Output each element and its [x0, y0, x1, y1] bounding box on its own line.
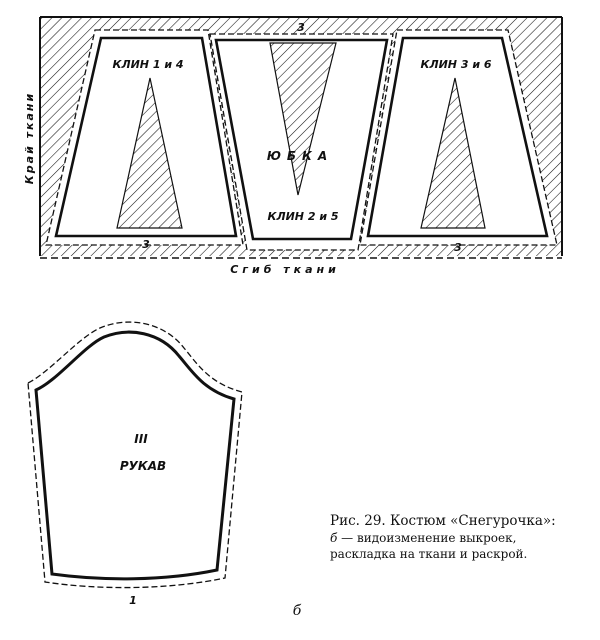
- caption-line-1: Рис. 29. Костюм «Снегурочка»:: [330, 513, 556, 529]
- skirt-label: ЮБКА: [267, 149, 333, 163]
- gore-right-label: КЛИН 3 и 6: [420, 58, 491, 71]
- fold-label: Сгиб ткани: [230, 263, 340, 276]
- caption-letter: б: [330, 531, 338, 545]
- sleeve-pattern: III РУКАВ 1: [27, 321, 243, 607]
- sleeve-number: III: [134, 432, 148, 446]
- gore-right: [359, 29, 558, 246]
- sub-figure-letter: б: [293, 603, 302, 619]
- sleeve-label: РУКАВ: [120, 459, 166, 473]
- sleeve-pattern-outline: [34, 330, 236, 581]
- gore-left-label: КЛИН 1 и 4: [112, 58, 183, 71]
- gore-right-inner-hatch: [420, 77, 486, 229]
- gore-middle: [209, 33, 394, 251]
- gore-left: [45, 29, 244, 246]
- seam-allowance-bottom-right: 3: [454, 241, 462, 254]
- selvage-label: Край ткани: [23, 92, 36, 184]
- fabric-layout: 3 3 3 Край ткани Сгиб ткани КЛИН 1 и 4 Ю…: [23, 16, 563, 276]
- caption-line-2: б — видоизменение выкроек,: [330, 530, 592, 546]
- figure-caption: Рис. 29. Костюм «Снегурочка»: б — видоиз…: [330, 512, 592, 562]
- sleeve-seam-allowance: 1: [129, 594, 137, 607]
- gore-middle-label: КЛИН 2 и 5: [267, 210, 338, 223]
- gore-left-inner-hatch: [116, 77, 183, 229]
- seam-allowance-bottom-left: 3: [142, 238, 150, 251]
- gore-middle-inner-hatch: [269, 42, 337, 196]
- caption-line-2-text: — видоизменение выкроек,: [337, 531, 517, 545]
- seam-allowance-top: 3: [297, 21, 305, 34]
- sleeve-cut-outline: [27, 321, 243, 589]
- caption-line-3: раскладка на ткани и раскрой.: [330, 547, 528, 561]
